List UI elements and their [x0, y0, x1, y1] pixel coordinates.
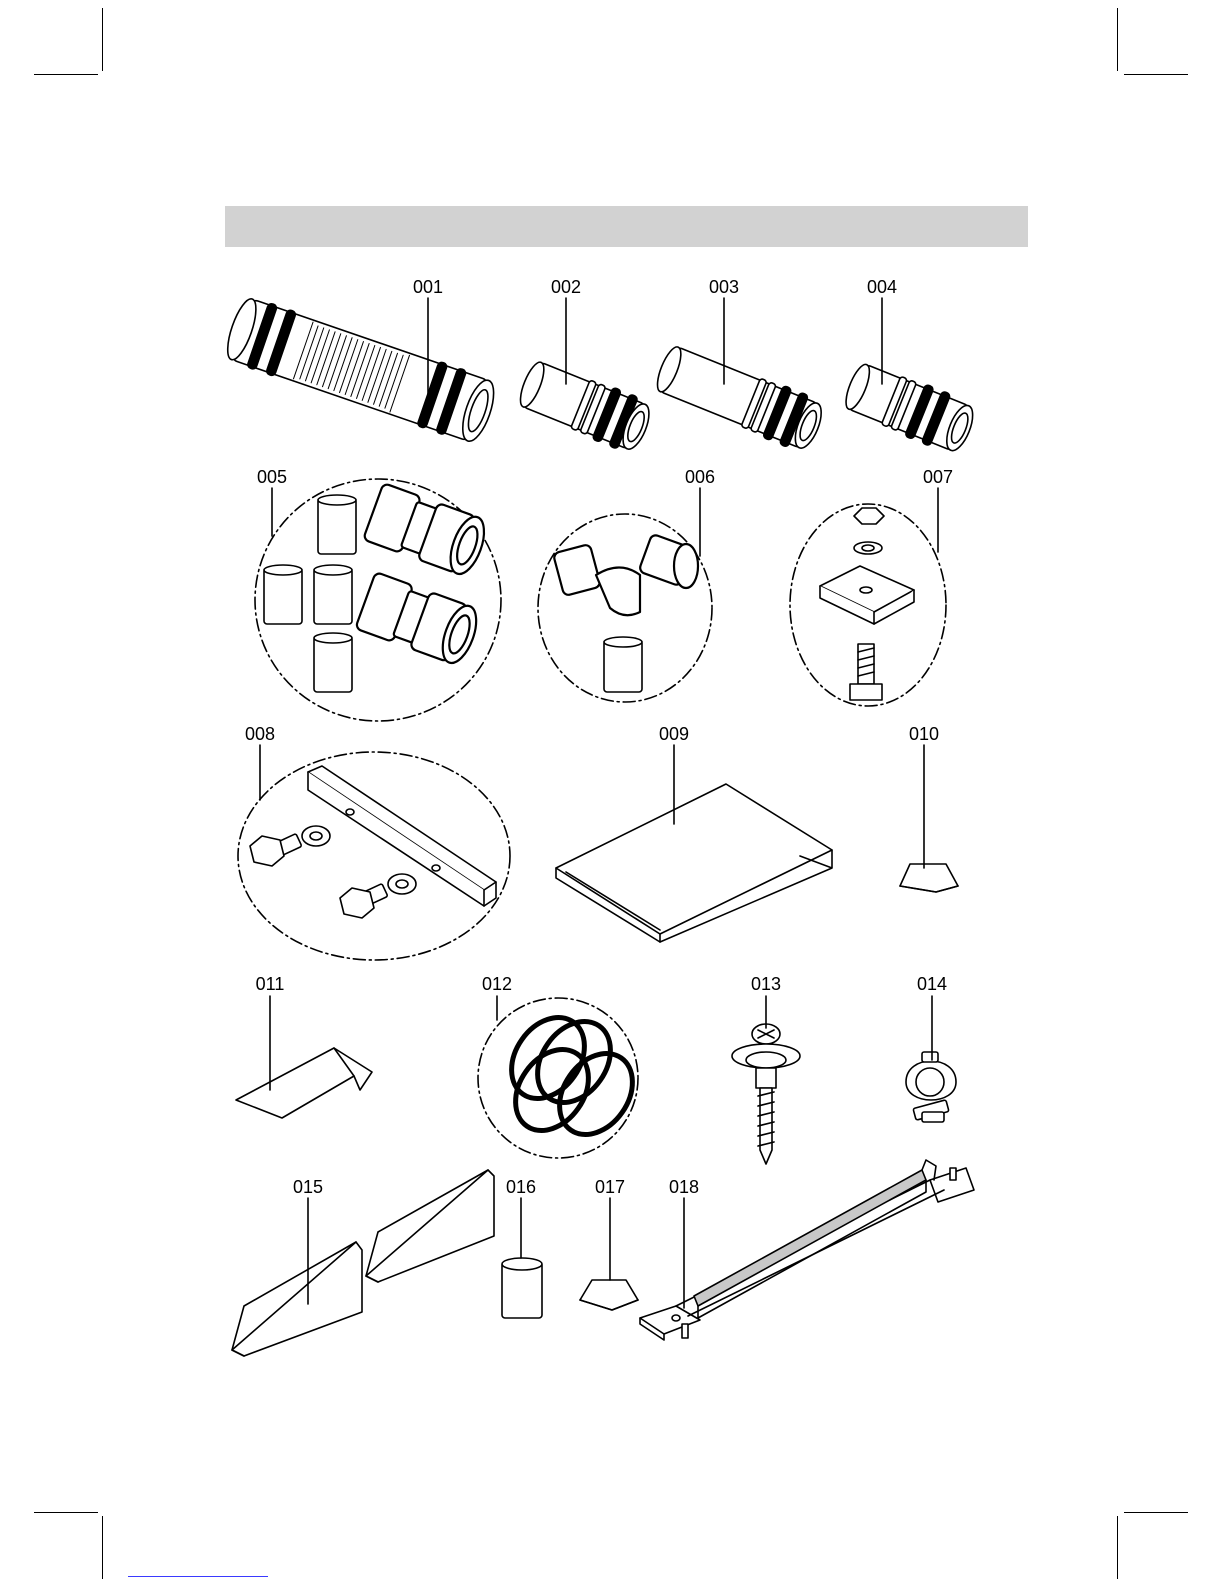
part-014-pipe-clamp: 014 — [906, 974, 956, 1122]
part-010-rubber-foot: 010 — [900, 724, 958, 892]
label-004: 004 — [867, 277, 897, 297]
part-011-folded-clip: 011 — [236, 974, 372, 1118]
part-018-mounting-rail: 018 — [640, 1160, 974, 1340]
label-005: 005 — [257, 467, 287, 487]
label-007: 007 — [923, 467, 953, 487]
part-009-cover-plate: 009 — [556, 724, 832, 942]
label-006: 006 — [685, 467, 715, 487]
label-016: 016 — [506, 1177, 536, 1197]
footer-link-underline — [128, 1576, 268, 1577]
part-016-sleeve: 016 — [502, 1177, 542, 1318]
label-003: 003 — [709, 277, 739, 297]
part-008-bar-with-bolts: 008 — [238, 724, 510, 960]
part-017-rubber-foot: 017 — [580, 1177, 638, 1310]
part-002-pipe-adapter: 002 — [514, 277, 656, 456]
part-012-o-rings: 012 — [478, 974, 647, 1158]
label-018: 018 — [669, 1177, 699, 1197]
label-013: 013 — [751, 974, 781, 994]
part-015-edge-strips: 015 — [232, 1170, 494, 1356]
part-005-fitting-kit: 005 — [255, 467, 501, 721]
label-015: 015 — [293, 1177, 323, 1197]
part-006-elbow-fitting: 006 — [538, 467, 715, 702]
label-017: 017 — [595, 1177, 625, 1197]
label-009: 009 — [659, 724, 689, 744]
part-013-screw: 013 — [732, 974, 800, 1164]
part-003-pipe-adapter-long: 003 — [651, 277, 828, 455]
label-011: 011 — [256, 974, 285, 994]
label-012: 012 — [482, 974, 512, 994]
label-010: 010 — [909, 724, 939, 744]
part-004-pipe-adapter-short: 004 — [840, 277, 980, 458]
part-007-mounting-set: 007 — [790, 467, 953, 706]
label-001: 001 — [413, 277, 443, 297]
part-001-flexible-connector: 001 — [221, 277, 500, 447]
label-014: 014 — [917, 974, 947, 994]
label-008: 008 — [245, 724, 275, 744]
label-002: 002 — [551, 277, 581, 297]
